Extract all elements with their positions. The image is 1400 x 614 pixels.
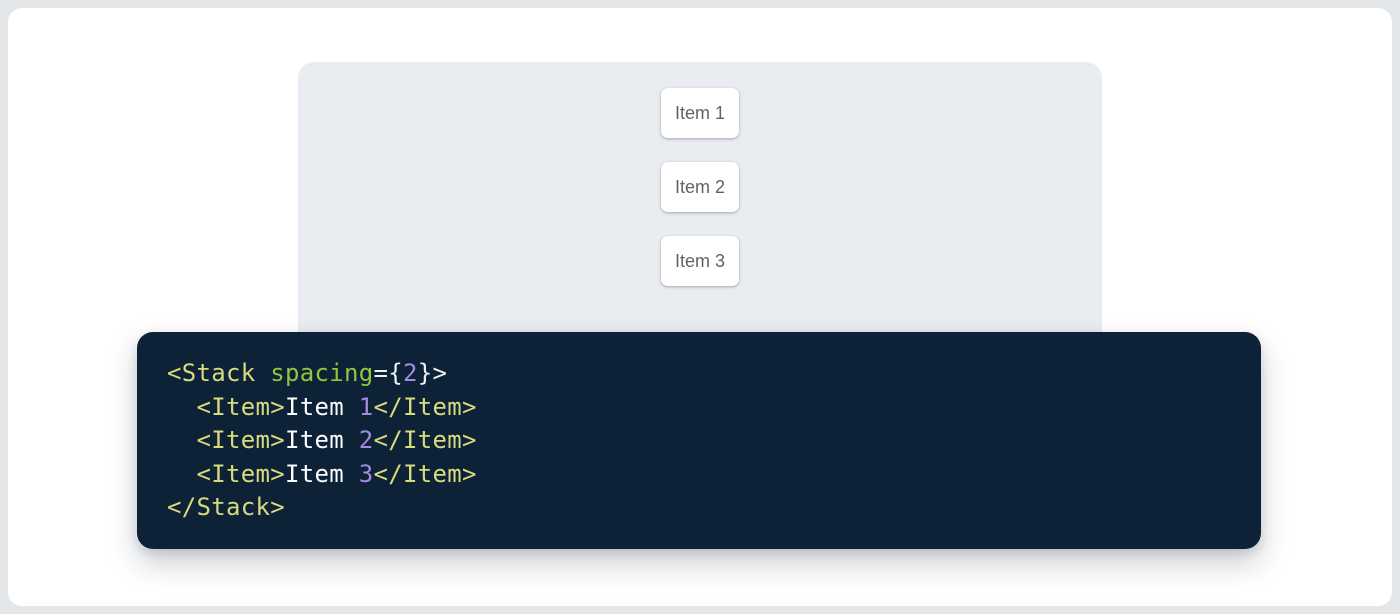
- code-token-tag: </Stack>: [167, 493, 285, 521]
- code-token-tag: </Item>: [373, 426, 477, 454]
- stack-item-card-1: Item 1: [660, 88, 740, 138]
- code-content: <Stack spacing={2}> <Item>Item 1</Item> …: [167, 357, 1231, 525]
- code-token-plain: [167, 393, 197, 421]
- code-token-num: 1: [358, 392, 374, 421]
- code-token-plain: [167, 426, 197, 454]
- code-token-punct: }>: [417, 359, 448, 387]
- code-token-tag: </Item>: [373, 459, 477, 488]
- code-token-tag: </Item>: [373, 392, 477, 421]
- code-token-num: 2: [403, 359, 418, 387]
- code-line: </Stack>: [167, 491, 1231, 525]
- stack-item-card-2: Item 2: [660, 162, 740, 212]
- code-token-plain: Item: [285, 392, 359, 421]
- code-token-tag: <Item>: [196, 426, 285, 454]
- code-line: <Stack spacing={2}>: [167, 357, 1231, 391]
- code-line: <Item>Item 1</Item>: [167, 391, 1231, 425]
- code-token-punct: ={: [373, 359, 403, 387]
- code-token-num: 3: [358, 459, 374, 488]
- code-token-tag: <Item>: [196, 459, 285, 488]
- code-token-attr: spacing: [270, 359, 374, 387]
- code-token-num: 2: [358, 426, 374, 454]
- code-block: <Stack spacing={2}> <Item>Item 1</Item> …: [137, 332, 1261, 549]
- code-token-plain: [167, 460, 197, 488]
- code-token-tag: <Stack: [167, 359, 271, 387]
- stack-item-card-3: Item 3: [660, 236, 740, 286]
- code-token-tag: <Item>: [196, 392, 285, 421]
- code-line: <Item>Item 3</Item>: [167, 458, 1231, 492]
- code-token-plain: Item: [285, 459, 359, 488]
- code-token-plain: Item: [285, 426, 359, 454]
- code-line: <Item>Item 2</Item>: [167, 424, 1231, 458]
